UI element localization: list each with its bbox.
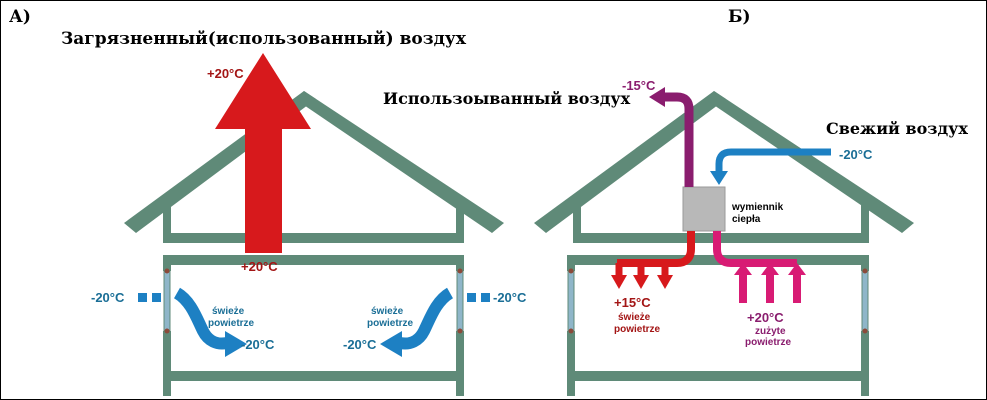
outside-air-square-a-right-1: [467, 293, 476, 302]
window-a-left: [163, 270, 171, 332]
fresh-air-duct-b-head: [710, 171, 728, 185]
fresh-heading-b: Свежий воздух: [826, 119, 968, 138]
panel-a-heading: Загрязненный(использованный) воздух: [61, 29, 467, 49]
wall-b-left-top: [567, 255, 575, 271]
supply-temp-b: +15°C: [614, 295, 651, 310]
attic-wall-b-left: [573, 199, 581, 243]
fresh-temp-b: -20°C: [839, 147, 873, 162]
exhaust-bottom-temp-a: +20°C: [241, 259, 278, 274]
fresh-air-arrow-a-left-head: [225, 331, 247, 357]
wall-a-left-top: [163, 255, 171, 271]
wall-b-right-top: [861, 255, 869, 271]
fresh-label-a-left-1: świeże: [212, 306, 245, 317]
exhaust-arrow-a: [215, 53, 311, 253]
fresh-label-a-right-2: powietrze: [367, 318, 414, 329]
window-hinge-a1: [164, 268, 170, 274]
supply-head-b-2: [633, 275, 649, 289]
window-hinge-b3: [568, 328, 574, 334]
heat-exchanger-box: [682, 186, 726, 232]
fresh-label-a-left-2: powietrze: [208, 318, 255, 329]
fresh-air-arrow-a-left: [173, 287, 229, 350]
window-hinge-a4: [457, 328, 463, 334]
used-head-b-1: [734, 263, 752, 275]
attic-wall-a-right: [456, 199, 464, 243]
ceiling-a: [163, 255, 463, 265]
window-hinge-b2: [862, 268, 868, 274]
wall-a-right-bottom: [456, 331, 464, 396]
floor-b: [567, 371, 869, 381]
used-duct-b: [713, 231, 797, 267]
window-b-left: [567, 270, 575, 332]
supply-head-b-1: [657, 275, 673, 289]
used-riser-b-2: [766, 273, 774, 303]
supply-label-b-2: powietrze: [614, 324, 661, 335]
attic-wall-a-left: [163, 199, 171, 243]
outside-temp-a-left: -20°C: [91, 290, 125, 305]
house-a: [124, 91, 504, 396]
attic-wall-b-right: [861, 199, 869, 243]
supply-head-b-3: [611, 275, 627, 289]
supply-duct-b: [617, 231, 695, 267]
wall-a-right-top: [456, 255, 464, 271]
used-label-b-1: zużyte: [755, 326, 786, 337]
window-b-right: [861, 270, 869, 332]
windows-b: [567, 268, 869, 334]
window-hinge-b1: [568, 268, 574, 274]
roof-a-right: [295, 91, 504, 233]
exhaust-top-temp-a: +20°C: [207, 66, 244, 81]
wall-b-left-bottom: [567, 331, 575, 396]
panel-b-letter: Б): [728, 7, 751, 27]
wall-b-right-bottom: [861, 331, 869, 396]
used-head-b-3: [788, 263, 806, 275]
outside-air-square-a-left-2: [152, 293, 161, 302]
used-label-b-2: powietrze: [745, 337, 792, 348]
used-head-b-2: [761, 263, 779, 275]
exchanger-label-1: wymiennik: [731, 202, 784, 213]
exhaust-duct-b: [663, 92, 694, 187]
exhaust-label-b: Использоыванный воздух: [383, 89, 631, 108]
used-riser-b-3: [793, 273, 801, 303]
used-temp-b: +20°C: [747, 310, 784, 325]
roof-b-left: [534, 91, 726, 233]
floor-a: [163, 371, 463, 381]
roof-b-right: [705, 91, 914, 233]
outside-air-square-a-left-1: [138, 293, 147, 302]
inside-temp-a-right: -20°C: [343, 337, 377, 352]
fresh-label-a-right-1: świeże: [371, 306, 404, 317]
outside-temp-a-right: -20°C: [493, 290, 527, 305]
exhaust-duct-b-head: [649, 87, 665, 107]
window-hinge-a2: [457, 268, 463, 274]
windows-a: [163, 268, 464, 334]
attic-floor-a: [163, 233, 463, 243]
exhaust-temp-b: -15°C: [622, 78, 656, 93]
used-riser-b-1: [739, 273, 747, 303]
outside-air-square-a-right-2: [481, 293, 490, 302]
window-a-right: [456, 270, 464, 332]
panel-a-letter: А): [9, 7, 31, 27]
supply-label-b-1: świeże: [618, 312, 651, 323]
window-hinge-b4: [862, 328, 868, 334]
window-hinge-a3: [164, 328, 170, 334]
inside-temp-a-left: -20°C: [241, 337, 275, 352]
fresh-air-arrow-a-right-head: [380, 331, 402, 357]
fresh-air-duct-b: [715, 148, 831, 173]
wall-a-left-bottom: [163, 331, 171, 396]
fresh-air-arrow-a-right: [398, 287, 454, 350]
exchanger-label-2: ciepła: [732, 214, 761, 225]
